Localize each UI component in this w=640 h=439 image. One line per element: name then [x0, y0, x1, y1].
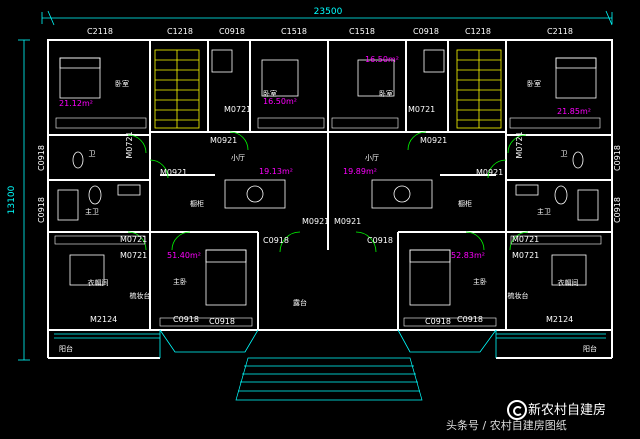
- room-label: 卧室: [527, 79, 541, 88]
- door-label: M0721: [408, 105, 435, 114]
- window-label: C0918: [613, 197, 622, 223]
- window-label: C1518: [349, 27, 375, 36]
- door-label: M0721: [512, 251, 539, 260]
- window-label: C2118: [547, 27, 573, 36]
- channel-logo-icon: [507, 400, 527, 420]
- room-label: 小厅: [231, 153, 245, 162]
- door-labels: M0721 M0721 M0921 M0921 M0921 M0921 M092…: [90, 105, 573, 324]
- room-label: 主卧: [173, 277, 187, 286]
- overall-width-label: 23500: [314, 7, 343, 17]
- room-label: 阳台: [583, 344, 597, 353]
- window-label: C0918: [209, 317, 235, 326]
- front-steps: [235, 357, 423, 401]
- window-label: C0918: [173, 315, 199, 324]
- door-label: M0921: [476, 168, 503, 177]
- area-label: 16.50m²: [263, 97, 297, 106]
- window-label: C0918: [37, 197, 46, 223]
- door-label: M0921: [334, 217, 361, 226]
- window-label: C0918: [457, 315, 483, 324]
- door-label: M2124: [546, 315, 573, 324]
- door-label: M0921: [160, 168, 187, 177]
- window-label: C0918: [367, 236, 393, 245]
- room-label: 露台: [293, 298, 307, 307]
- area-label: 51.40m²: [167, 251, 201, 260]
- area-label: 19.13m²: [259, 167, 293, 176]
- stairs-right: [456, 49, 502, 129]
- window-label: C0918: [37, 145, 46, 171]
- window-label: C0918: [613, 145, 622, 171]
- room-label: 卫: [89, 150, 96, 158]
- wardrobes: [54, 117, 602, 327]
- area-label: 21.85m²: [557, 107, 591, 116]
- area-label: 16.50m²: [365, 55, 399, 64]
- room-label: 梳妆台: [508, 291, 529, 300]
- door-label: M0721: [224, 105, 251, 114]
- room-label: 卧室: [263, 89, 277, 98]
- window-label: C0918: [425, 317, 451, 326]
- stairs-left: [154, 49, 200, 129]
- watermark-brand: 新农村自建房: [528, 403, 607, 418]
- door-label: M0721: [515, 131, 524, 158]
- window-label: C0918: [219, 27, 245, 36]
- window-label: C2118: [87, 27, 113, 36]
- door-label: M0921: [420, 136, 447, 145]
- overall-depth-label: 13100: [7, 185, 17, 214]
- door-label: M0921: [302, 217, 329, 226]
- window-label: C0918: [413, 27, 439, 36]
- room-label: 衣帽间: [88, 278, 109, 287]
- watermark: 新农村自建房 头条号 / 农村自建房图纸: [446, 395, 640, 439]
- room-label: 主卫: [537, 207, 551, 216]
- room-label: 卫: [561, 150, 568, 158]
- window-label: C1218: [465, 27, 491, 36]
- window-label: C1518: [281, 27, 307, 36]
- furniture: [57, 49, 599, 306]
- room-label: 主卫: [85, 207, 99, 216]
- room-label: 小厅: [365, 153, 379, 162]
- area-labels: 21.12m² 16.50m² 16.50m² 21.85m² 19.13m² …: [59, 55, 591, 260]
- area-label: 19.89m²: [343, 167, 377, 176]
- room-label: 橱柜: [190, 199, 204, 208]
- area-label: 21.12m²: [59, 99, 93, 108]
- room-label: 梳妆台: [130, 291, 151, 300]
- room-label: 阳台: [59, 344, 73, 353]
- balcony-rails: [54, 329, 606, 358]
- door-label: M2124: [90, 315, 117, 324]
- side-door-labels: M0721 M0721: [125, 131, 524, 158]
- area-label: 52.83m²: [451, 251, 485, 260]
- door-label: M0721: [120, 235, 147, 244]
- door-label: M0721: [125, 131, 134, 158]
- side-window-labels: C0918 C0918 C0918 C0918: [37, 145, 622, 223]
- room-label: 橱柜: [458, 199, 472, 208]
- door-label: M0721: [512, 235, 539, 244]
- room-labels: 卧室 卧室 卧室 卧室 卫 卫 主卫 主卫 小厅 小厅 衣帽间 衣帽间 梳妆台 …: [59, 79, 597, 353]
- door-swings: [127, 131, 529, 253]
- room-label: 卧室: [115, 79, 129, 88]
- window-label: C0918: [263, 236, 289, 245]
- door-label: M0721: [120, 251, 147, 260]
- window-labels: C2118 C1218 C0918 C1518 C1518 C0918 C121…: [87, 27, 573, 326]
- room-label: 卧室: [379, 89, 393, 98]
- dimension-lines: [18, 10, 613, 361]
- watermark-channel: 头条号 / 农村自建房图纸: [446, 419, 567, 432]
- room-label: 主卧: [473, 277, 487, 286]
- door-label: M0921: [210, 136, 237, 145]
- window-label: C1218: [167, 27, 193, 36]
- room-label: 衣帽间: [558, 278, 579, 287]
